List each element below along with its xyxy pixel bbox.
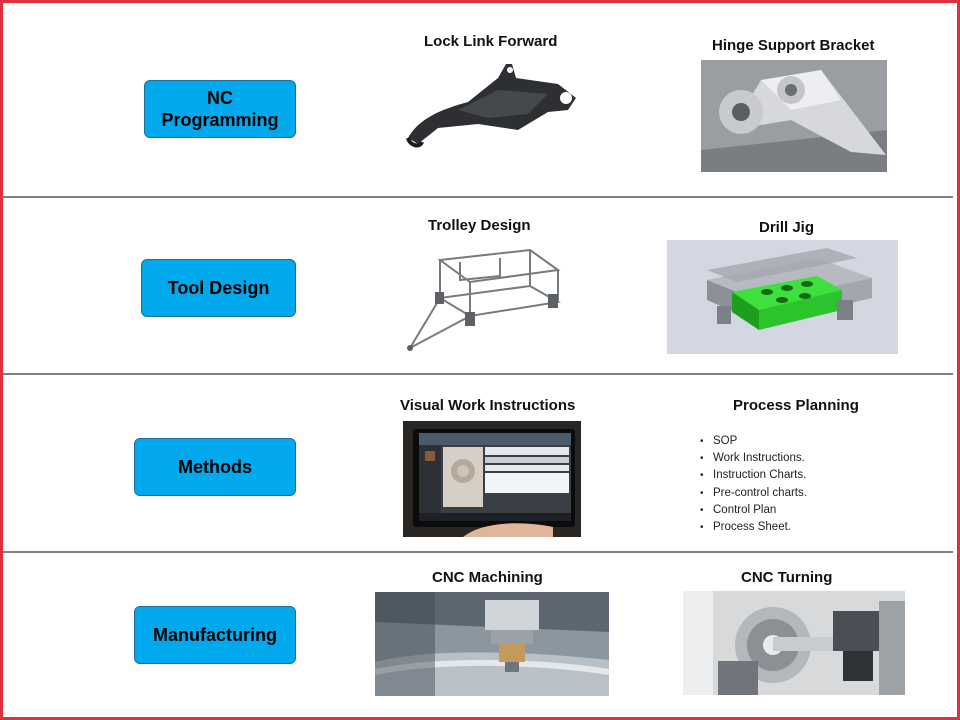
tool-design-button[interactable]: Tool Design — [141, 259, 296, 317]
cnc-machining-caption: CNC Machining — [432, 569, 543, 586]
nc-programming-button[interactable]: NC Programming — [144, 80, 296, 138]
list-item: Instruction Charts. — [700, 467, 807, 484]
visual-work-image — [403, 421, 581, 537]
drill-jig-image — [667, 240, 898, 354]
row-divider-1 — [3, 196, 953, 198]
trolley-caption: Trolley Design — [428, 217, 531, 234]
row-divider-3 — [3, 551, 953, 553]
list-item: Control Plan — [700, 502, 807, 519]
manufacturing-button[interactable]: Manufacturing — [134, 606, 296, 664]
visual-work-caption: Visual Work Instructions — [400, 397, 576, 414]
process-planning-caption: Process Planning — [733, 397, 859, 414]
lock-link-caption: Lock Link Forward — [424, 33, 558, 50]
cnc-machining-image — [375, 592, 609, 696]
row-divider-2 — [3, 373, 953, 375]
tool-design-label: Tool Design — [167, 278, 270, 298]
cnc-turning-image — [683, 591, 905, 695]
trolley-image — [390, 240, 562, 355]
manufacturing-label: Manufacturing — [153, 625, 277, 645]
cnc-turning-caption: CNC Turning — [741, 569, 833, 586]
list-item: Pre-control charts. — [700, 485, 807, 502]
methods-button[interactable]: Methods — [134, 438, 296, 496]
list-item: Process Sheet. — [700, 519, 807, 536]
hinge-image — [701, 60, 887, 172]
methods-label: Methods — [178, 457, 252, 477]
hinge-caption: Hinge Support Bracket — [712, 37, 875, 54]
list-item: SOP — [700, 433, 807, 450]
nc-programming-label: NC Programming — [161, 88, 279, 130]
drill-jig-caption: Drill Jig — [759, 219, 815, 236]
list-item: Work Instructions. — [700, 450, 807, 467]
lock-link-image — [398, 58, 583, 150]
process-planning-list: SOP Work Instructions. Instruction Chart… — [700, 433, 807, 536]
